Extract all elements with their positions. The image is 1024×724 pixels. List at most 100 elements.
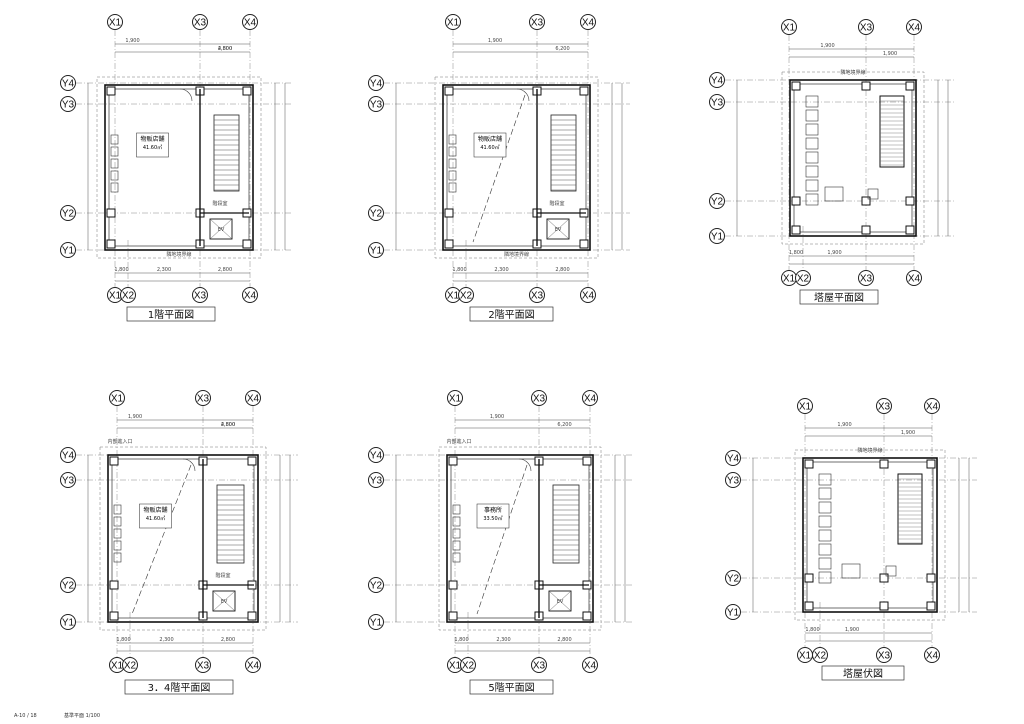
grid-bubble-bottom-x4-label: X4 <box>926 651 939 662</box>
room-area: 41.60㎡ <box>143 144 162 151</box>
shelf <box>452 552 461 563</box>
column <box>804 573 814 583</box>
grid-bubble-left-y4-circle <box>725 450 741 466</box>
column <box>905 81 915 91</box>
dimension-text-top: 1,900 <box>883 51 897 57</box>
grid-bubble-top-x1-circle <box>781 19 797 35</box>
grid-bubble-left-y4-label: Y4 <box>370 451 383 462</box>
equipment-unit <box>805 193 819 206</box>
dimension-text-top: 1,900 <box>128 414 142 420</box>
column <box>926 459 936 469</box>
shelf <box>110 134 119 145</box>
grid-bubble-left-y1-circle <box>60 614 76 630</box>
column <box>444 86 454 96</box>
grid-bubble-left-y2-circle <box>368 577 384 593</box>
door-swing <box>518 458 532 472</box>
grid-bubble-bottom-x1-label: X1 <box>111 661 124 672</box>
grid-bubble-bottom-x3-circle <box>858 270 874 286</box>
grid-bubble-bottom-x4-label: X4 <box>908 274 921 285</box>
shelf <box>448 182 457 193</box>
column <box>247 456 257 466</box>
room-label-box <box>139 503 172 529</box>
grid-bubble-left-y2-circle <box>709 193 725 209</box>
grid-bubble-top-x3-label: X3 <box>194 18 207 29</box>
column <box>879 459 889 469</box>
shelf <box>452 504 461 515</box>
grid-bubble-left-y1-circle <box>60 242 76 258</box>
grid-bubble-top-x1-label: X1 <box>111 394 124 405</box>
plan-title: 1階平面図 <box>148 309 194 321</box>
grid-bubble-top-x1-label: X1 <box>799 402 812 413</box>
grid-bubble-left-y2-circle <box>60 205 76 221</box>
grid-bubble-top-x1-circle <box>109 390 125 406</box>
elevator-cross <box>548 590 572 612</box>
column <box>804 459 814 469</box>
sheet-footer-right: 基準平面 1/100 <box>64 712 100 719</box>
inner-wall-line <box>793 83 913 233</box>
equipment-unit <box>818 543 832 556</box>
grid-bubble-bottom-x1-label: X1 <box>447 291 460 302</box>
dimension-text-top: 2,800 <box>221 422 235 428</box>
outer-wall <box>107 454 259 623</box>
grid-bubble-top-x4-circle <box>242 14 258 30</box>
grid-bubble-left-y2-label: Y2 <box>62 581 75 592</box>
grid-bubble-bottom-x2-circle <box>460 657 476 673</box>
grid-bubble-bottom-x4-circle <box>580 287 596 303</box>
grid-bubble-bottom-x3-circle <box>876 647 892 663</box>
grid-bubble-bottom-x3-label: X3 <box>197 661 210 672</box>
room-name: 物販店舗 <box>140 135 164 143</box>
grid-bubble-top-x1-circle <box>445 14 461 30</box>
grid-bubble-left-y2-label: Y2 <box>370 581 383 592</box>
column <box>879 573 889 583</box>
room-area: 41.60㎡ <box>146 515 165 522</box>
plan-title-box <box>821 665 905 681</box>
plan-label: 階段室 <box>212 200 227 207</box>
grid-bubble-bottom-x1-label: X1 <box>109 291 122 302</box>
grid-bubble-bottom-x4-circle <box>242 287 258 303</box>
door-swing <box>516 88 530 102</box>
column <box>579 86 589 96</box>
dimension-text-bottom: 1,900 <box>827 250 841 256</box>
grid-bubble-bottom-x1-label: X1 <box>799 651 812 662</box>
elevator-cross <box>212 590 236 612</box>
elevator-cross <box>546 218 570 240</box>
grid-bubble-left-y1-circle <box>368 242 384 258</box>
plan-label: 内部進入口 <box>446 438 471 445</box>
grid-bubble-top-x1-label: X1 <box>447 18 460 29</box>
grid-bubble-left-y4-circle <box>60 75 76 91</box>
outer-wall <box>104 84 254 251</box>
plan-title: 5階平面図 <box>488 682 534 694</box>
grid-bubble-bottom-x3-circle <box>529 287 545 303</box>
grid-bubble-left-y4-circle <box>368 447 384 463</box>
grid-bubble-bottom-x3-label: X3 <box>533 661 546 672</box>
grid-bubble-bottom-x3-circle <box>195 657 211 673</box>
dimension-text-bottom: 1,800 <box>789 250 803 256</box>
diagonal-line <box>472 94 526 243</box>
grid-bubble-bottom-x4-label: X4 <box>584 661 597 672</box>
outer-wall <box>789 79 917 237</box>
grid-bubble-left-y3-circle <box>368 472 384 488</box>
column <box>444 208 454 218</box>
plan-title-box <box>469 306 554 322</box>
stair-block <box>897 473 923 545</box>
grid-bubble-bottom-x4-circle <box>245 657 261 673</box>
dimension-text-bottom: 1,800 <box>114 267 128 273</box>
grid-bubble-left-y2-circle <box>368 205 384 221</box>
inner-wall-line <box>806 461 934 609</box>
grid-bubble-left-y1-label: Y1 <box>727 608 740 619</box>
grid-bubble-bottom-x3-label: X3 <box>531 291 544 302</box>
grid-bubble-left-y3-label: Y3 <box>370 100 383 111</box>
dimension-text-bottom: 1,800 <box>454 637 468 643</box>
door-swing <box>182 458 196 472</box>
stair-block <box>879 95 905 168</box>
column <box>444 239 454 249</box>
elevator-shaft <box>548 590 572 612</box>
grid-bubble-left-y4-label: Y4 <box>62 451 75 462</box>
plan-title: 3．4階平面図 <box>148 682 211 694</box>
column <box>448 580 458 590</box>
grid-bubble-left-y2-label: Y2 <box>370 209 383 220</box>
grid-bubble-left-y1-label: Y1 <box>370 246 383 257</box>
